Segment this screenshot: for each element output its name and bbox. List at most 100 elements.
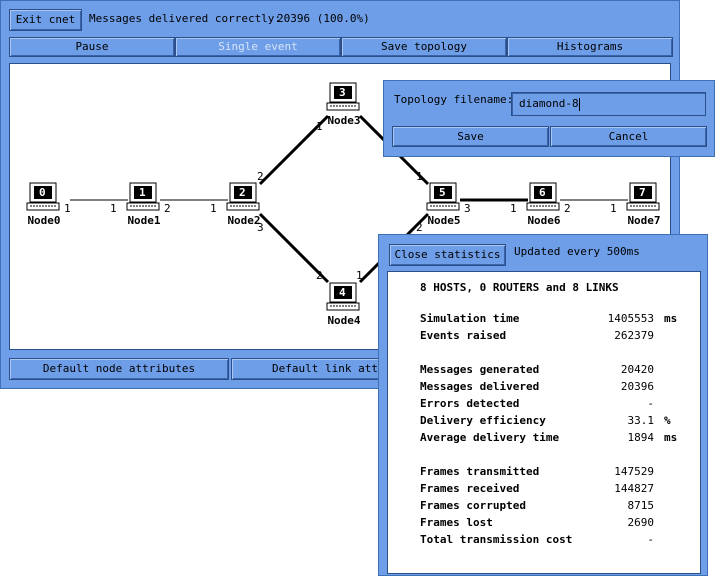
node-label: Node0 bbox=[27, 214, 61, 227]
stat-row: Frames received 144827 bbox=[420, 482, 690, 497]
stat-value: 1894 bbox=[627, 431, 655, 444]
port-label: 1 bbox=[64, 202, 71, 215]
port-label: 3 bbox=[257, 221, 264, 234]
filename-label: Topology filename: bbox=[394, 93, 514, 106]
stat-unit: ms bbox=[664, 312, 678, 325]
stat-unit: % bbox=[664, 414, 671, 427]
node-2[interactable]: 2 Node2 bbox=[224, 182, 264, 227]
stat-row: Frames transmitted 147529 bbox=[420, 465, 690, 480]
histograms-button[interactable]: Histograms bbox=[507, 37, 673, 57]
node-5[interactable]: 5 Node5 bbox=[424, 182, 464, 227]
summary-line: 8 HOSTS, 0 ROUTERS and 8 LINKS bbox=[420, 281, 619, 294]
port-label: 2 bbox=[164, 202, 171, 215]
save-topology-dialog: Topology filename: diamond-8 Save Cancel bbox=[383, 80, 715, 157]
node-4[interactable]: 4 Node4 bbox=[324, 282, 364, 327]
port-label: 2 bbox=[257, 170, 264, 183]
computer-icon bbox=[326, 82, 360, 111]
port-label: 1 bbox=[356, 269, 363, 282]
node-7[interactable]: 7 Node7 bbox=[624, 182, 664, 227]
port-label: 3 bbox=[464, 202, 471, 215]
link-2-4 bbox=[258, 212, 330, 284]
node-number: 4 bbox=[339, 286, 346, 299]
node-number: 1 bbox=[139, 186, 146, 199]
exit-button[interactable]: Exit cnet bbox=[9, 9, 82, 31]
close-statistics-button[interactable]: Close statistics bbox=[389, 244, 506, 266]
stat-row: Errors detected- bbox=[420, 397, 690, 412]
node-number: 7 bbox=[639, 186, 646, 199]
node-0[interactable]: 0 Node0 bbox=[24, 182, 64, 227]
stat-key: Total transmission cost bbox=[420, 533, 573, 546]
stat-key: Frames received bbox=[420, 482, 520, 495]
node-number: 5 bbox=[439, 186, 446, 199]
stat-row: Delivery efficiency 33.1% bbox=[420, 414, 690, 429]
stat-value: 144827 bbox=[614, 482, 654, 495]
filename-input[interactable]: diamond-8 bbox=[511, 92, 706, 116]
update-interval: Updated every 500ms bbox=[514, 245, 640, 258]
stat-key: Messages delivered bbox=[420, 380, 540, 393]
stat-value: 8715 bbox=[627, 499, 655, 512]
single-event-button: Single event bbox=[175, 37, 341, 57]
stat-value: 147529 bbox=[614, 465, 654, 478]
computer-icon bbox=[326, 282, 360, 311]
stat-key: Simulation time bbox=[420, 312, 520, 325]
node-3[interactable]: 3 Node3 bbox=[324, 82, 364, 127]
computer-icon bbox=[626, 182, 660, 211]
computer-icon bbox=[226, 182, 260, 211]
node-6[interactable]: 6 Node6 bbox=[524, 182, 564, 227]
default-link-attributes-button[interactable]: Default link attri bbox=[231, 358, 391, 380]
stat-key: Events raised bbox=[420, 329, 507, 342]
port-label: 1 bbox=[316, 120, 323, 133]
port-label: 2 bbox=[564, 202, 571, 215]
stat-key: Frames lost bbox=[420, 516, 493, 529]
node-number: 2 bbox=[239, 186, 246, 199]
port-label: 1 bbox=[416, 170, 423, 183]
node-label: Node3 bbox=[327, 114, 361, 127]
node-number: 0 bbox=[39, 186, 46, 199]
node-label: Node1 bbox=[127, 214, 161, 227]
stat-key: Average delivery time bbox=[420, 431, 560, 444]
port-label: 2 bbox=[316, 269, 323, 282]
port-label: 1 bbox=[210, 202, 217, 215]
filename-value: diamond-8 bbox=[519, 97, 579, 110]
port-label: 1 bbox=[510, 202, 517, 215]
stat-value: - bbox=[647, 397, 654, 410]
computer-icon bbox=[26, 182, 60, 211]
stat-key: Frames transmitted bbox=[420, 465, 540, 478]
stat-value: 20420 bbox=[620, 363, 654, 376]
node-label: Node7 bbox=[627, 214, 661, 227]
save-topology-button[interactable]: Save topology bbox=[341, 37, 507, 57]
stat-value: 20396 bbox=[620, 380, 654, 393]
node-number: 6 bbox=[539, 186, 546, 199]
stat-key: Delivery efficiency bbox=[420, 414, 546, 427]
stat-row: Simulation time 1405553 ms bbox=[420, 312, 690, 327]
save-button[interactable]: Save bbox=[392, 126, 549, 147]
node-1[interactable]: 1 Node1 bbox=[124, 182, 164, 227]
cancel-button[interactable]: Cancel bbox=[550, 126, 707, 147]
status-value: 20396 (100.0%) bbox=[277, 12, 370, 25]
stat-row: Total transmission cost - bbox=[420, 533, 690, 548]
node-number: 3 bbox=[339, 86, 346, 99]
link-2-3 bbox=[258, 114, 330, 186]
default-node-attributes-button[interactable]: Default node attributes bbox=[9, 358, 229, 380]
port-label: 1 bbox=[610, 202, 617, 215]
statistics-table: 8 HOSTS, 0 ROUTERS and 8 LINKS Simulatio… bbox=[387, 271, 701, 574]
stat-value: 262379 bbox=[614, 329, 654, 342]
stat-value: 33.1 bbox=[627, 414, 655, 427]
pause-button[interactable]: Pause bbox=[9, 37, 175, 57]
port-label: 2 bbox=[416, 221, 423, 234]
stat-value: 1405553 bbox=[607, 312, 654, 325]
computer-icon bbox=[526, 182, 560, 211]
stat-row: Average delivery time 1894 ms bbox=[420, 431, 690, 446]
main-window: Exit cnet Messages delivered correctly: … bbox=[0, 0, 680, 389]
statistics-window: Close statistics Updated every 500ms 8 H… bbox=[378, 234, 708, 576]
node-label: Node4 bbox=[327, 314, 361, 327]
text-cursor bbox=[578, 97, 580, 111]
stat-unit: ms bbox=[664, 431, 678, 444]
node-label: Node6 bbox=[527, 214, 561, 227]
computer-icon bbox=[426, 182, 460, 211]
stat-row: Messages delivered 20396 bbox=[420, 380, 690, 395]
stat-value: - bbox=[647, 533, 654, 546]
computer-icon bbox=[126, 182, 160, 211]
